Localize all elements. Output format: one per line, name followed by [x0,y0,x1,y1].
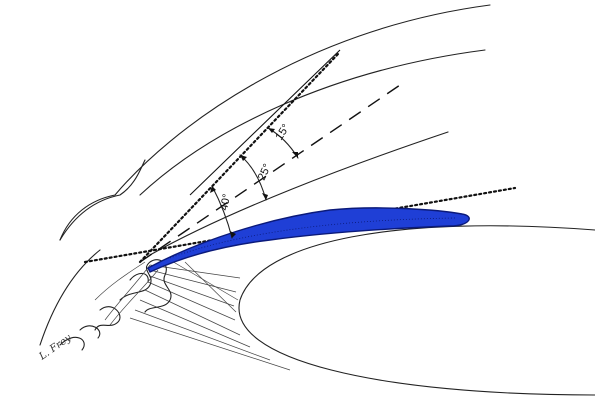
line-15deg [139,84,401,263]
skin-fold-lower [39,249,101,346]
reference-line-steep [138,52,340,264]
reference-line-horizontal [83,186,517,264]
angle-label-40: 40° [218,193,233,212]
arrowheads [210,128,298,238]
implant-texture [169,217,456,259]
skin-fold [59,159,146,241]
tissue-origin [59,259,172,351]
artist-signature: L. Frey [37,332,74,363]
angle-label-15: 15° [273,122,292,142]
fiber-fan [129,259,291,371]
skin-contour-upper [139,49,486,196]
implant-blue [147,207,470,273]
reference-line-steep-solid [189,49,341,196]
organ-outline [238,225,595,396]
angle-label-25: 25° [256,162,274,182]
skin-contour-outer [59,4,491,241]
muscle-line [149,131,449,256]
